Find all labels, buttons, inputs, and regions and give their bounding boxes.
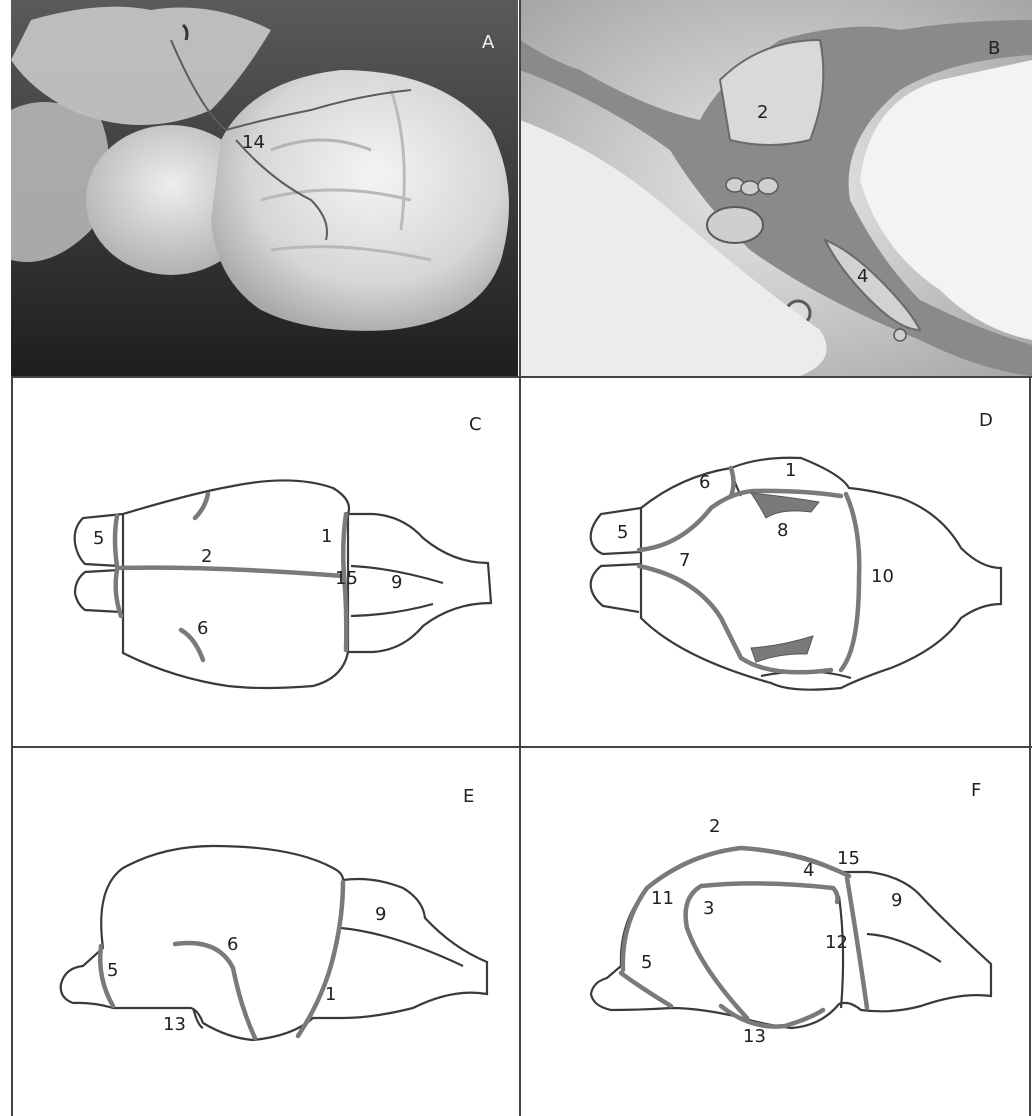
panel-letter: E (463, 786, 474, 807)
panel-c-dorsal-diagram: 5 2 1 15 9 6 C (13, 378, 519, 746)
panel-f-medial-diagram: 2 15 4 11 9 3 12 5 13 F (521, 748, 1029, 1116)
label-13: 13 (743, 1026, 766, 1047)
label-5: 5 (617, 522, 628, 543)
label-1: 1 (785, 460, 796, 481)
panel-b-histology: 2 4 B (520, 0, 1032, 376)
panel-letter: B (988, 38, 1000, 59)
label-2: 2 (709, 816, 720, 837)
divider-right (1029, 376, 1031, 1116)
brain-photograph (11, 0, 518, 376)
label-5: 5 (107, 960, 118, 981)
label-2: 2 (757, 102, 768, 123)
label-12: 12 (825, 932, 848, 953)
label-6: 6 (227, 934, 238, 955)
panel-letter: F (971, 780, 981, 801)
label-5: 5 (641, 952, 652, 973)
label-3: 3 (703, 898, 714, 919)
label-1: 1 (325, 984, 336, 1005)
label-9: 9 (375, 904, 386, 925)
label-1: 1 (321, 526, 332, 547)
label-10: 10 (871, 566, 894, 587)
label-14: 14 (242, 132, 265, 153)
label-15: 15 (837, 848, 860, 869)
label-2: 2 (201, 546, 212, 567)
label-9: 9 (891, 890, 902, 911)
label-4: 4 (857, 266, 868, 287)
panel-d-ventral-diagram: 6 1 5 8 7 10 D (521, 378, 1029, 746)
panel-letter: D (979, 410, 993, 431)
panel-letter: C (469, 414, 482, 435)
label-8: 8 (777, 520, 788, 541)
label-7: 7 (679, 550, 690, 571)
panel-e-lateral-diagram: 5 6 9 1 13 E (13, 748, 519, 1116)
label-9: 9 (391, 572, 402, 593)
label-6: 6 (699, 472, 710, 493)
label-13: 13 (163, 1014, 186, 1035)
label-15: 15 (335, 568, 358, 589)
panel-letter: A (482, 32, 494, 53)
label-4: 4 (803, 860, 814, 881)
panel-a-photo: 14 A (11, 0, 518, 376)
histology-section (520, 0, 1032, 376)
label-5: 5 (93, 528, 104, 549)
label-11: 11 (651, 888, 674, 909)
label-6: 6 (197, 618, 208, 639)
